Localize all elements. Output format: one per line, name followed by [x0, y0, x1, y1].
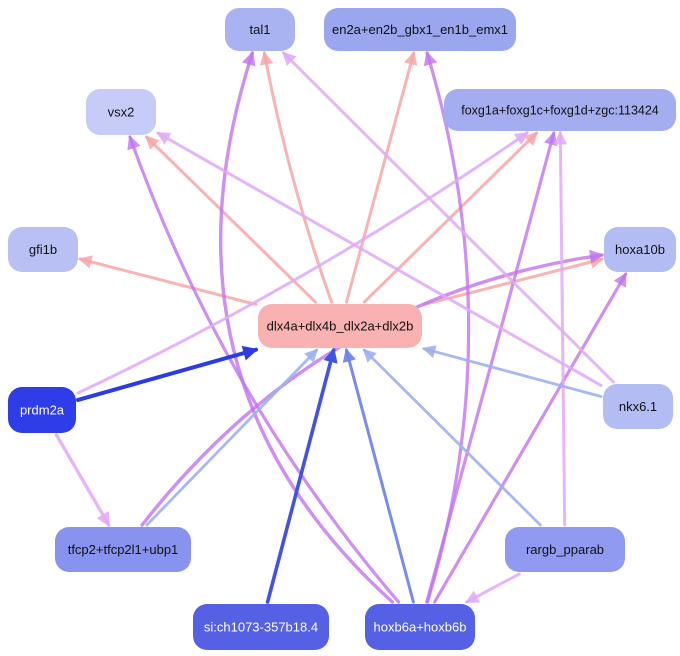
node-dlx[interactable]: dlx4a+dlx4b_dlx2a+dlx2b	[258, 304, 422, 348]
node-shape-prdm2a[interactable]	[8, 387, 76, 433]
edge-dlx-hoxa10b	[422, 255, 604, 307]
edge-dlx-tal1	[259, 51, 333, 304]
node-foxg1a[interactable]: foxg1a+foxg1c+foxg1d+zgc:113424	[444, 89, 676, 131]
node-shape-nkx6_1[interactable]	[603, 384, 673, 429]
node-si_ch1073[interactable]: si:ch1073-357b18.4	[193, 604, 329, 650]
node-rargb[interactable]: rargb_pparab	[505, 527, 625, 572]
node-shape-foxg1a[interactable]	[444, 89, 676, 131]
edge-si_ch1073-dlx	[265, 347, 338, 604]
node-shape-tfcp2[interactable]	[55, 527, 191, 572]
node-tal1[interactable]: tal1	[225, 8, 295, 51]
node-shape-si_ch1073[interactable]	[193, 604, 329, 650]
node-en2a[interactable]: en2a+en2b_gbx1_en1b_emx1	[324, 8, 516, 51]
node-vsx2[interactable]: vsx2	[86, 89, 156, 135]
edge-prdm2a-dlx	[76, 345, 259, 402]
node-hoxa10b[interactable]: hoxa10b	[604, 227, 676, 272]
node-shape-tal1[interactable]	[225, 8, 295, 51]
node-shape-en2a[interactable]	[324, 8, 516, 51]
edge-hoxb6a-hoxa10b	[433, 272, 628, 604]
node-nkx6_1[interactable]: nkx6.1	[603, 384, 673, 429]
edge-hoxb6a-dlx	[342, 348, 415, 604]
edge-tfcp2-dlx	[145, 348, 319, 527]
node-shape-hoxa10b[interactable]	[604, 227, 676, 272]
edge-nkx6_1-tal1	[282, 51, 615, 384]
edge-dlx-gfi1b	[78, 255, 258, 306]
edge-nkx6_1-vsx2	[156, 131, 603, 387]
edge-rargb-hoxb6a	[465, 572, 521, 604]
node-shape-hoxb6a[interactable]	[365, 604, 475, 650]
edge-hoxb6a-vsx2	[127, 135, 401, 604]
node-shape-vsx2[interactable]	[86, 89, 156, 135]
edge-rargb-dlx	[362, 348, 542, 527]
node-shape-rargb[interactable]	[505, 527, 625, 572]
edge-prdm2a-tfcp2	[54, 433, 111, 527]
node-gfi1b[interactable]: gfi1b	[8, 227, 78, 272]
node-shape-dlx[interactable]	[258, 304, 422, 348]
node-prdm2a[interactable]: prdm2a	[8, 387, 76, 433]
node-hoxb6a[interactable]: hoxb6a+hoxb6b	[365, 604, 475, 650]
edge-nkx6_1-dlx	[422, 345, 603, 398]
edges-layer	[54, 50, 628, 604]
edge-dlx-en2a	[345, 51, 418, 304]
node-shape-gfi1b[interactable]	[8, 227, 78, 272]
edge-prdm2a-foxg1a	[76, 131, 529, 395]
node-tfcp2[interactable]: tfcp2+tfcp2l1+ubp1	[55, 527, 191, 572]
